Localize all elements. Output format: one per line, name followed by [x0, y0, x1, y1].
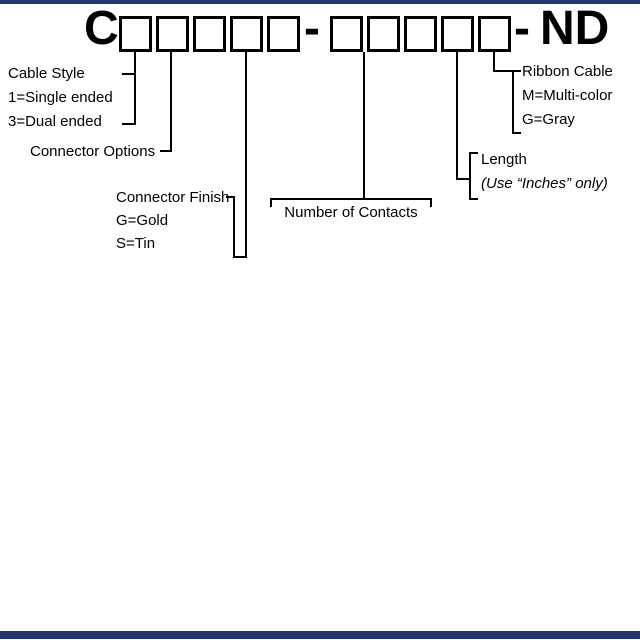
length-bracket [469, 152, 478, 200]
ribbon-cable-title: Ribbon Cable [522, 63, 613, 80]
part-number-box [404, 16, 437, 52]
connector-finish-leader-line [245, 52, 247, 258]
length-join-line [456, 178, 471, 180]
ribbon-cable-leader-line [493, 52, 495, 72]
top-accent-bar [0, 0, 640, 4]
part-number-box [330, 16, 363, 52]
connector-finish-bottom-join [233, 256, 247, 258]
contacts-bracket [270, 198, 432, 207]
connector-finish-bracket-line [233, 196, 235, 258]
length-note: (Use “Inches” only) [481, 175, 608, 192]
connector-options-title: Connector Options [30, 143, 156, 160]
part-number-suffix: ND [540, 2, 610, 55]
ribbon-cable-join-line [493, 70, 514, 72]
cable-style-option-2: 3=Dual ended [8, 113, 102, 130]
connector-options-tick [160, 150, 172, 152]
cable-style-title: Cable Style [8, 65, 85, 82]
ribbon-cable-option-2: G=Gray [522, 111, 575, 128]
part-number-box [193, 16, 226, 52]
connector-options-leader-line [170, 52, 172, 152]
part-number-separator-2: - [514, 2, 530, 55]
number-of-contacts-title: Number of Contacts [284, 204, 418, 221]
part-number-box [441, 16, 474, 52]
connector-finish-title: Connector Finish [116, 189, 230, 206]
cable-style-bracket [122, 73, 136, 125]
length-title: Length [481, 151, 527, 168]
part-number-box [230, 16, 263, 52]
connector-finish-option-2: S=Tin [116, 235, 156, 252]
connector-finish-tick [226, 196, 235, 198]
part-number-box [478, 16, 511, 52]
length-leader-line [456, 52, 458, 180]
cable-style-option-1: 1=Single ended [8, 89, 113, 106]
part-number-separator-1: - [304, 2, 320, 55]
connector-finish-option-1: G=Gold [116, 212, 169, 229]
part-number-prefix: C [84, 2, 119, 55]
bottom-accent-bar [0, 631, 640, 639]
contacts-leader-line [363, 52, 365, 200]
part-number-box [267, 16, 300, 52]
ribbon-cable-option-1: M=Multi-color [522, 87, 613, 104]
ribbon-cable-bracket [512, 70, 521, 134]
part-number-box [119, 16, 152, 52]
part-number-box [156, 16, 189, 52]
cable-style-leader-line [134, 52, 136, 75]
part-number-box [367, 16, 400, 52]
